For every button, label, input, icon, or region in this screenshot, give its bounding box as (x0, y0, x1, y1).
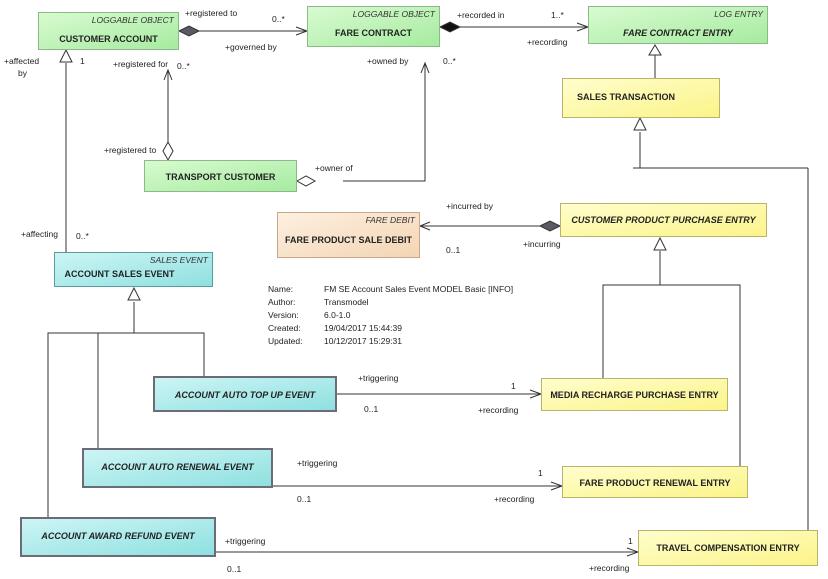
class-name: FARE PRODUCT RENEWAL ENTRY (579, 478, 731, 488)
class-name: SALES TRANSACTION (576, 92, 675, 102)
class-name: FARE CONTRACT ENTRY (623, 28, 733, 38)
multiplicity-label: 0..* (177, 61, 190, 71)
diagram-metadata: Name: FM SE Account Sales Event MODEL Bas… (268, 283, 513, 348)
meta-updated: 10/12/2017 15:29:31 (324, 336, 402, 346)
multiplicity-label: 1 (511, 381, 516, 391)
arrow-fc-owned (420, 61, 430, 74)
role-label: +affected (4, 56, 40, 66)
multiplicity-label: 0..* (76, 231, 89, 241)
class-fare-product-renewal-entry[interactable]: FARE PRODUCT RENEWAL ENTRY (562, 466, 748, 498)
meta-created: 19/04/2017 15:44:39 (324, 323, 402, 333)
multiplicity-label: 0..1 (297, 494, 312, 504)
meta-key: Created: (268, 323, 301, 333)
arrow-ca (163, 68, 173, 81)
gen-refund-ase (47, 332, 98, 518)
gen-fpre-cppe (660, 284, 741, 466)
stereotype-label: LOG ENTRY (714, 9, 763, 19)
class-name: TRANSPORT CUSTOMER (165, 172, 276, 182)
class-media-recharge-purchase-entry[interactable]: MEDIA RECHARGE PURCHASE ENTRY (541, 378, 728, 411)
stereotype-label: FARE DEBIT (365, 215, 415, 225)
multiplicity-label: 1 (538, 468, 543, 478)
meta-version: 6.0-1.0 (324, 310, 351, 320)
meta-key: Author: (268, 297, 296, 307)
role-label: +registered for (113, 59, 169, 69)
multiplicity-label: 0..1 (364, 404, 379, 414)
role-label: +recorded in (457, 10, 505, 20)
triangle-cppe (653, 236, 667, 251)
diamond-tc-top (162, 140, 174, 162)
class-customer-product-purchase-entry[interactable]: CUSTOMER PRODUCT PURCHASE ENTRY (560, 203, 767, 237)
class-name: ACCOUNT AWARD REFUND EVENT (41, 531, 195, 541)
role-label: by (18, 68, 27, 78)
triangle-st (633, 116, 647, 131)
class-name: MEDIA RECHARGE PURCHASE ENTRY (550, 390, 719, 400)
class-name: ACCOUNT AUTO RENEWAL EVENT (101, 462, 254, 472)
class-travel-compensation-entry[interactable]: TRAVEL COMPENSATION ENTRY (638, 530, 818, 566)
role-label: +recording (589, 563, 630, 573)
class-name: ACCOUNT AUTO TOP UP EVENT (174, 390, 316, 400)
role-label: +triggering (297, 458, 338, 468)
class-name: FARE PRODUCT SALE DEBIT (284, 235, 412, 245)
role-label: +recording (494, 494, 535, 504)
meta-key: Name: (268, 284, 294, 294)
diamond-cppe (538, 220, 562, 232)
class-fare-contract[interactable]: LOGGABLE OBJECT FARE CONTRACT (307, 6, 440, 47)
role-label: +registered to (104, 145, 157, 155)
gen-topup-ase (133, 302, 205, 376)
multiplicity-label: 0..* (272, 14, 285, 24)
class-transport-customer[interactable]: TRANSPORT CUSTOMER (144, 160, 297, 192)
stereotype-label: LOGGABLE OBJECT (352, 9, 435, 19)
role-label: +incurred by (446, 201, 494, 211)
role-label: +triggering (225, 536, 266, 546)
role-label: +affecting (21, 229, 58, 239)
class-account-sales-event[interactable]: SALES EVENT ACCOUNT SALES EVENT (54, 252, 213, 287)
assoc-tc-fc (343, 63, 426, 182)
triangle-ase (127, 286, 141, 301)
stereotype-label: SALES EVENT (149, 255, 208, 265)
triangle-ca (59, 48, 73, 63)
diamond-tc-right (295, 175, 317, 187)
class-name: CUSTOMER ACCOUNT (59, 34, 158, 44)
meta-name: FM SE Account Sales Event MODEL Basic [I… (324, 284, 514, 294)
meta-key: Updated: (268, 336, 303, 346)
class-account-auto-renewal-event[interactable]: ACCOUNT AUTO RENEWAL EVENT (82, 448, 273, 488)
class-customer-account[interactable]: LOGGABLE OBJECT CUSTOMER ACCOUNT (38, 12, 179, 50)
class-account-award-refund-event[interactable]: ACCOUNT AWARD REFUND EVENT (20, 517, 216, 557)
multiplicity-label: 1 (80, 56, 85, 66)
multiplicity-label: 1 (628, 536, 633, 546)
multiplicity-label: 1..* (551, 10, 564, 20)
multiplicity-label: 0..1 (227, 564, 242, 574)
gen-mrpe-cppe (602, 251, 661, 378)
meta-key: Version: (268, 310, 299, 320)
role-label: +registered to (185, 8, 238, 18)
diamond-fc (438, 21, 462, 33)
role-label: +recording (527, 37, 568, 47)
role-label: +owner of (315, 163, 353, 173)
role-label: +incurring (523, 239, 561, 249)
role-label: +owned by (367, 56, 409, 66)
class-name: ACCOUNT SALES EVENT (64, 269, 175, 279)
class-fare-product-sale-debit[interactable]: FARE DEBIT FARE PRODUCT SALE DEBIT (277, 212, 420, 258)
diamond-ca (177, 25, 201, 37)
triangle-fce (648, 44, 662, 56)
role-label: +recording (478, 405, 519, 415)
gen-renewal-ase (97, 332, 134, 448)
class-name: FARE CONTRACT (335, 28, 412, 38)
class-name: TRAVEL COMPENSATION ENTRY (656, 543, 800, 553)
role-label: +triggering (358, 373, 399, 383)
arrow-debit (418, 221, 431, 231)
role-label: +governed by (225, 42, 277, 52)
multiplicity-label: 0..* (443, 56, 456, 66)
class-sales-transaction[interactable]: SALES TRANSACTION (562, 78, 720, 118)
multiplicity-label: 0..1 (446, 245, 461, 255)
stereotype-label: LOGGABLE OBJECT (91, 15, 174, 25)
meta-author: Transmodel (324, 297, 369, 307)
class-account-auto-top-up-event[interactable]: ACCOUNT AUTO TOP UP EVENT (153, 376, 337, 412)
class-fare-contract-entry[interactable]: LOG ENTRY FARE CONTRACT ENTRY (588, 6, 768, 44)
class-name: CUSTOMER PRODUCT PURCHASE ENTRY (571, 215, 756, 225)
